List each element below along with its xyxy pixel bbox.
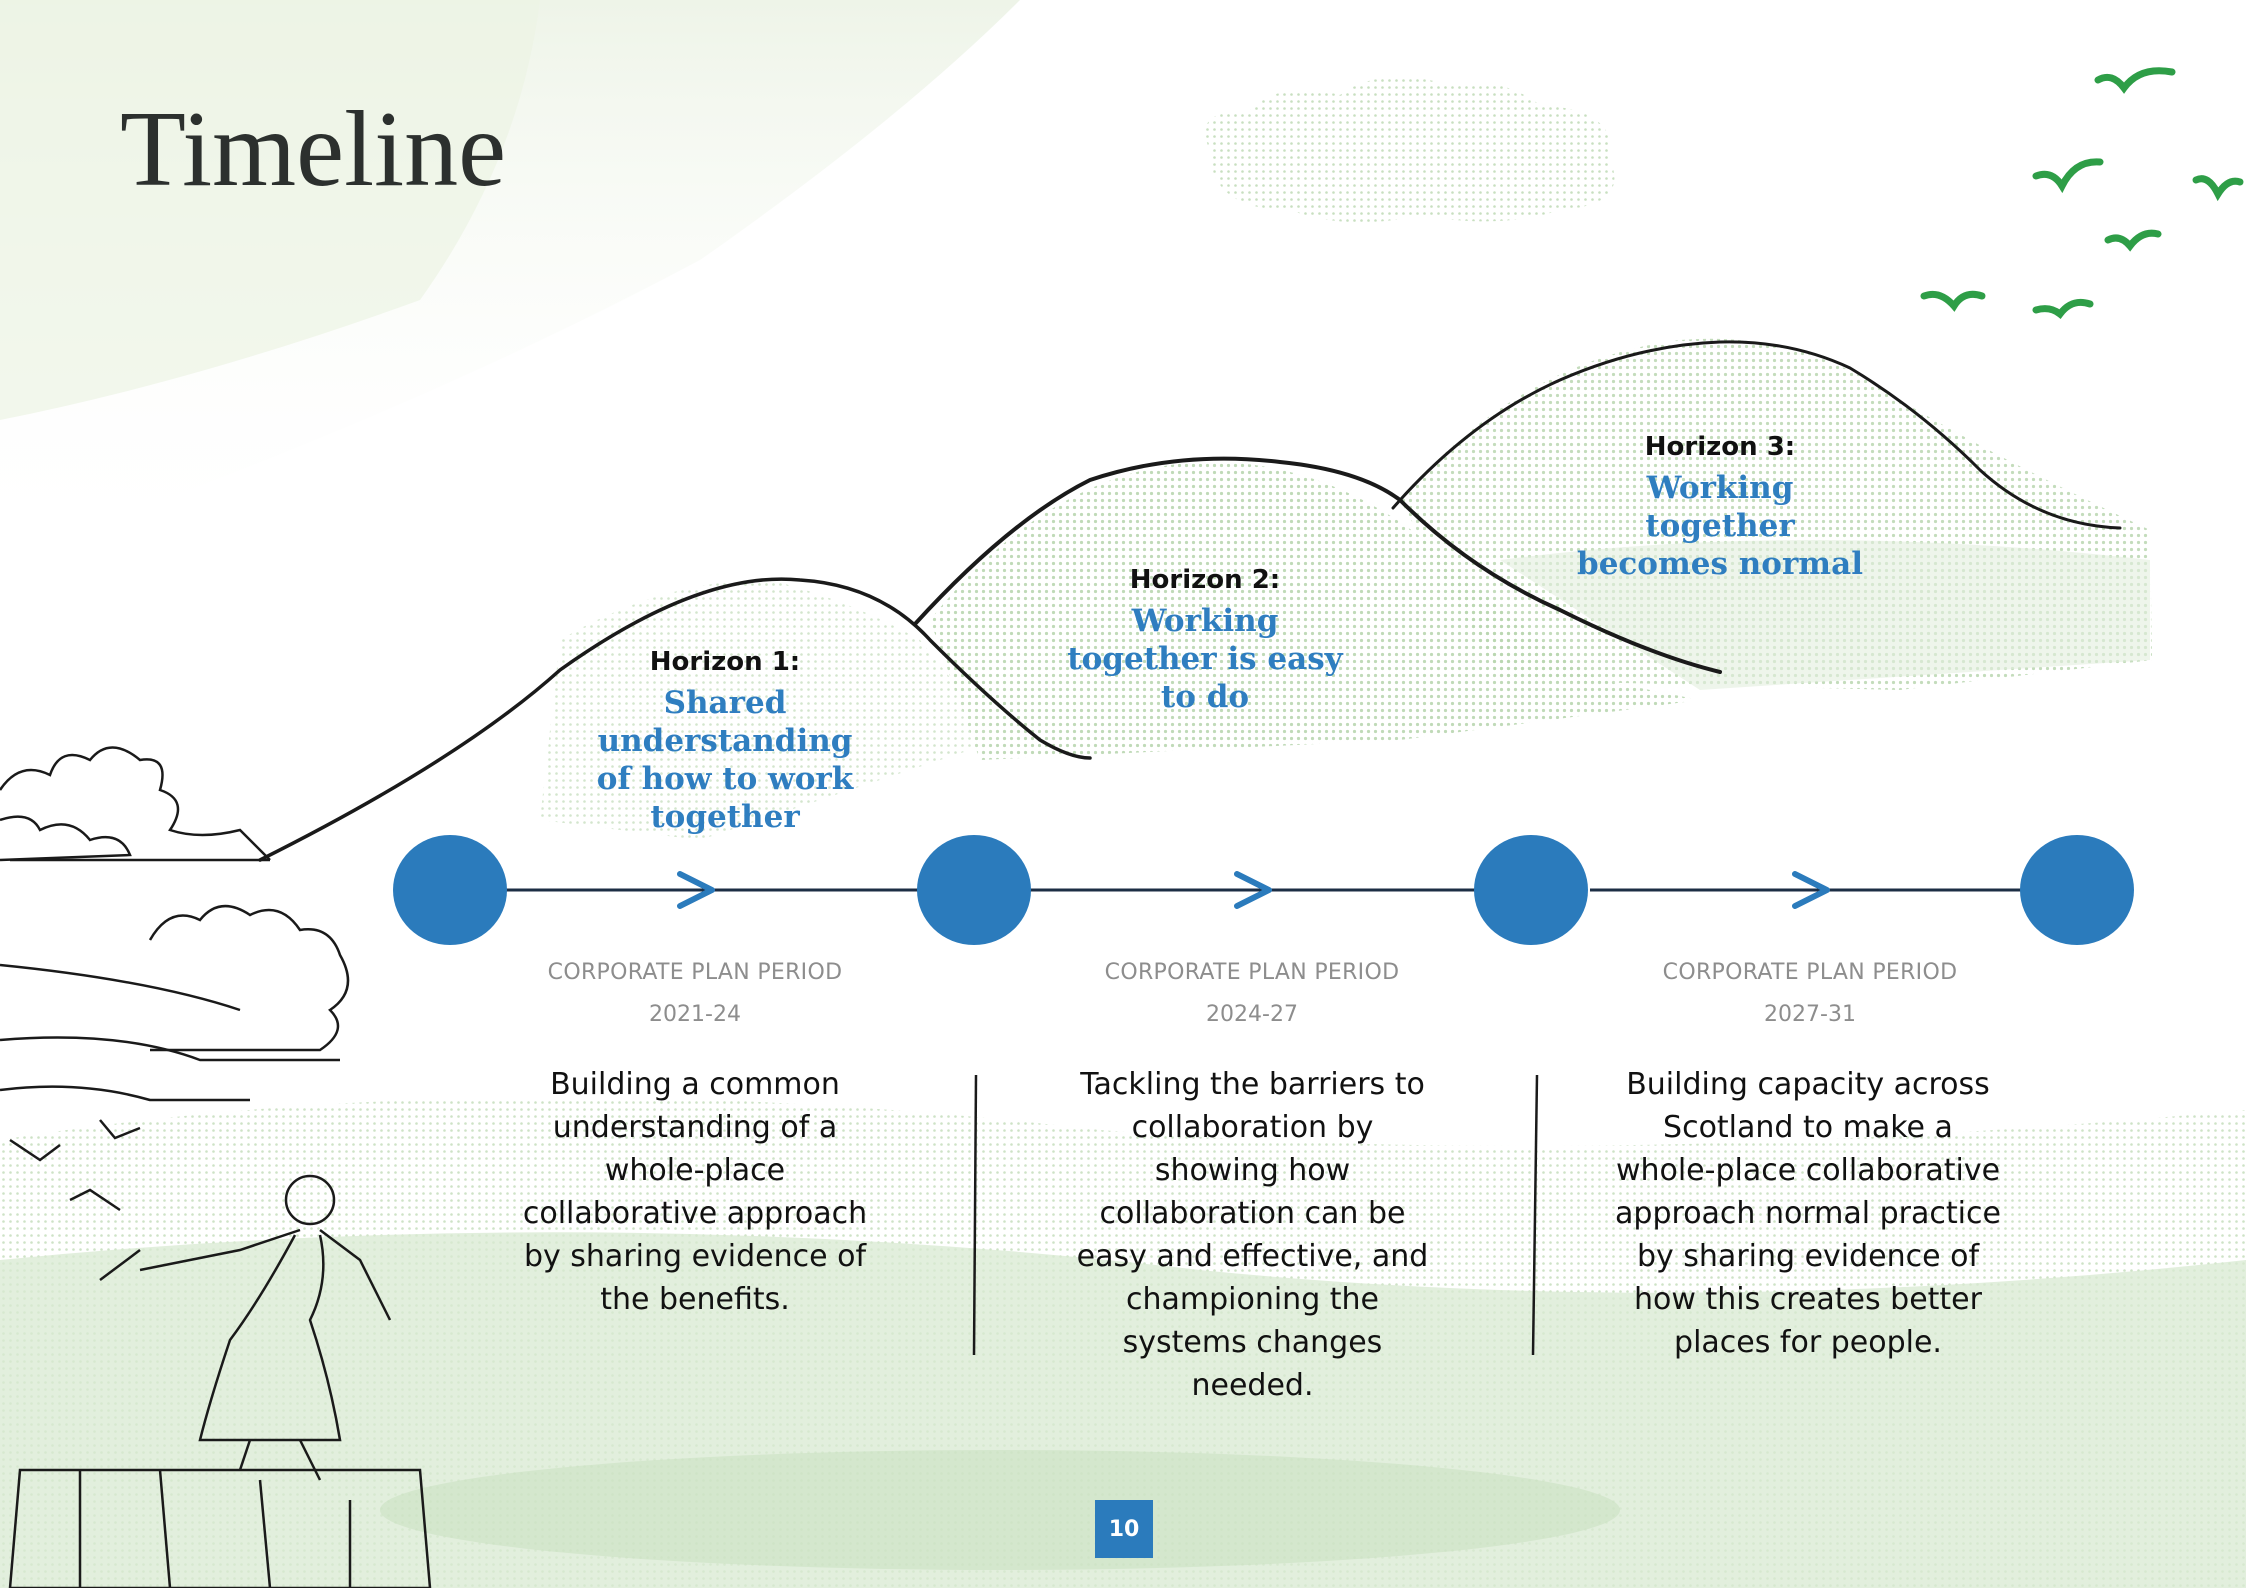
period-header-1: CORPORATE PLAN PERIOD 2021-24 [545,950,845,1036]
horizon-label: Horizon 3: [1644,432,1796,462]
period-header-3: CORPORATE PLAN PERIOD 2027-31 [1660,950,1960,1036]
period-years: 2024-27 [1206,1002,1298,1027]
bird-icon [2104,229,2162,252]
girl-illustration [8,1174,432,1588]
bird-icon [1920,290,1986,312]
horizon-label: Horizon 2: [1129,565,1281,595]
horizon-label: Horizon 1: [649,647,801,677]
shrub-sketch [0,746,350,1281]
horizon-description: Shared understanding of how to work toge… [596,685,854,835]
column-divider [1531,1074,1539,1356]
horizon-description: Working together is easy to do [1067,603,1343,715]
cloud [1205,77,1615,223]
horizon-1: Horizon 1: Shared understanding of how t… [540,646,910,836]
period-years: 2027-31 [1764,1002,1856,1027]
column-divider [972,1074,978,1356]
arrow-right-icon [677,871,715,909]
arrow-right-icon [1792,871,1830,909]
horizon-description: Working together becomes normal [1577,470,1863,582]
horizon-2: Horizon 2: Working together is easy to d… [1040,564,1370,716]
birds [1920,67,2244,319]
period-years: 2021-24 [649,1002,741,1027]
period-heading: CORPORATE PLAN PERIOD [547,960,843,985]
period-heading: CORPORATE PLAN PERIOD [1104,960,1400,985]
bird-icon [2192,175,2244,202]
period-description-3: Building capacity across Scotland to mak… [1615,1067,2001,1360]
horizon-3: Horizon 3: Working together becomes norm… [1560,431,1880,583]
page-number: 10 [1095,1500,1153,1558]
bird-icon [2094,67,2176,94]
period-header-2: CORPORATE PLAN PERIOD 2024-27 [1102,950,1402,1036]
page-title: Timeline [120,90,507,209]
period-description-1: Building a common understanding of a who… [522,1067,868,1317]
timeline-dot-icon [1474,835,1588,945]
bird-icon [2032,158,2104,194]
timeline-dot-icon [393,835,507,945]
arrow-right-icon [1234,871,1272,909]
period-description-2: Tackling the barriers to collaboration b… [1076,1067,1429,1403]
timeline-dot-icon [917,835,1031,945]
bird-icon [2032,298,2094,319]
timeline-dot-icon [2020,835,2134,945]
period-heading: CORPORATE PLAN PERIOD [1662,960,1958,985]
